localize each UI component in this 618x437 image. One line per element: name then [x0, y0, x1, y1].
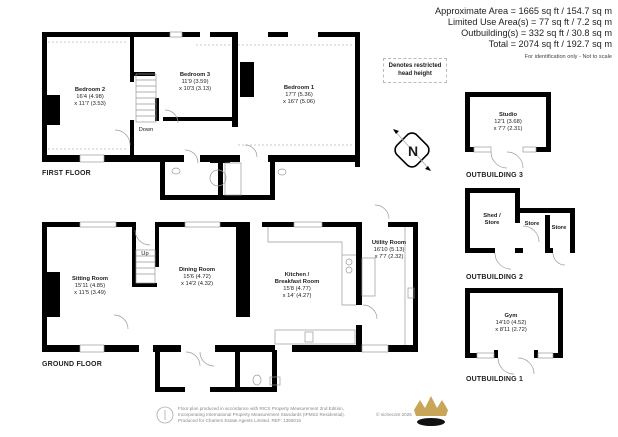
room-bedroom-2: Bedroom 2 16'4 (4.98) x 11'7 (3.53) — [74, 87, 106, 108]
room-name: Store — [484, 220, 500, 226]
room-bedroom-1: Bedroom 1 17'7 (5.36) x 16'7 (5.06) — [283, 85, 315, 106]
room-store-2: Store — [552, 225, 567, 232]
room-name: Breakfast Room — [274, 279, 320, 285]
room-name: Dining Room — [178, 267, 216, 273]
approximate-area: Approximate Area = 1665 sq ft / 154.7 sq… — [435, 6, 612, 16]
room-dim: x 11'7 (3.53) — [74, 101, 106, 107]
room-name: Studio — [498, 112, 518, 118]
room-dim: 12'1 (3.68) — [494, 119, 522, 125]
room-dim: 15'6 (4.72) — [183, 274, 211, 280]
room-name: Kitchen / — [284, 272, 310, 278]
ground-floor-label: GROUND FLOOR — [42, 361, 102, 368]
room-name: Bedroom 1 — [283, 85, 315, 91]
compass-label: N — [408, 143, 419, 159]
room-dim: x 14'2 (4.32) — [180, 281, 214, 287]
room-dim: 15'8 (4.77) — [283, 286, 311, 292]
stairs-down-label: Down — [138, 127, 154, 133]
footer-disclaimer: Floor plan produced in accordance with R… — [178, 406, 345, 424]
room-dim: x 14' (4.27) — [282, 293, 312, 299]
crown-logo — [414, 396, 448, 426]
room-name: Store — [551, 225, 567, 231]
compass-icon — [393, 129, 431, 171]
outbuildings-area: Outbuilding(s) = 332 sq ft / 30.8 sq m — [461, 28, 612, 38]
room-dim: 16'10 (5.13) — [373, 247, 405, 253]
rics-icon — [156, 406, 174, 424]
room-name: Store — [524, 221, 540, 227]
footer-line: Produced for Charters Estate Agents Limi… — [178, 418, 302, 423]
room-name: Shed / — [483, 213, 501, 219]
restricted-head-height-legend: Denotes restricted head height — [383, 58, 447, 83]
room-name: Sitting Room — [71, 276, 109, 282]
room-dim: 15'11 (4.85) — [74, 283, 106, 289]
room-kitchen-breakfast: Kitchen / Breakfast Room 15'8 (4.77) x 1… — [275, 272, 319, 300]
room-dim: 17'7 (5.36) — [285, 92, 313, 98]
footer-line: Incorporating International Property Mea… — [178, 412, 345, 417]
room-utility-room: Utility Room 16'10 (5.13) x 7'7 (2.32) — [372, 240, 406, 261]
outbuilding-3-label: OUTBUILDING 3 — [466, 172, 524, 179]
room-shed-store: Shed / Store — [483, 213, 500, 227]
room-bedroom-3: Bedroom 3 11'9 (3.59) x 10'3 (3.13) — [179, 72, 211, 93]
stairs-up-label: Up — [141, 251, 149, 257]
room-dim: 14'10 (4.52) — [495, 320, 527, 326]
first-floor-label: FIRST FLOOR — [42, 170, 91, 177]
room-name: Utility Room — [371, 240, 407, 246]
room-dim: x 10'3 (3.13) — [178, 86, 212, 92]
room-dim: x 7'7 (2.31) — [493, 126, 523, 132]
room-dim: x 16'7 (5.06) — [282, 99, 316, 105]
room-name: Bedroom 3 — [179, 72, 211, 78]
legend-line-1: Denotes restricted — [388, 63, 442, 69]
room-studio: Studio 12'1 (3.68) x 7'7 (2.31) — [494, 112, 523, 133]
footer-line: Floor plan produced in accordance with R… — [178, 406, 344, 411]
room-dim: x 11'5 (3.49) — [74, 290, 106, 296]
limited-use-area: Limited Use Area(s) = 77 sq ft / 7.2 sq … — [447, 17, 612, 27]
room-dim: 16'4 (4.98) — [76, 94, 104, 100]
copyright: © nichecom 2025 — [376, 412, 412, 417]
room-name: Gym — [504, 313, 518, 319]
room-dim: x 7'7 (2.32) — [374, 254, 404, 260]
room-store-1: Store — [525, 221, 540, 228]
room-gym: Gym 14'10 (4.52) x 8'11 (2.72) — [495, 313, 527, 334]
outbuilding-1-label: OUTBUILDING 1 — [466, 376, 524, 383]
room-dim: x 8'11 (2.72) — [495, 327, 527, 333]
legend-line-2: head height — [398, 71, 432, 77]
room-name: Bedroom 2 — [74, 87, 106, 93]
outbuilding-2-label: OUTBUILDING 2 — [466, 274, 524, 281]
room-dim: 11'9 (3.59) — [181, 79, 209, 85]
total-area: Total = 2074 sq ft / 192.7 sq m — [488, 39, 612, 49]
room-dining-room: Dining Room 15'6 (4.72) x 14'2 (4.32) — [179, 267, 215, 288]
scale-note: For identification only - Not to scale — [524, 54, 612, 60]
room-sitting-room: Sitting Room 15'11 (4.85) x 11'5 (3.49) — [72, 276, 108, 297]
area-summary: Approximate Area = 1665 sq ft / 154.7 sq… — [435, 6, 612, 63]
